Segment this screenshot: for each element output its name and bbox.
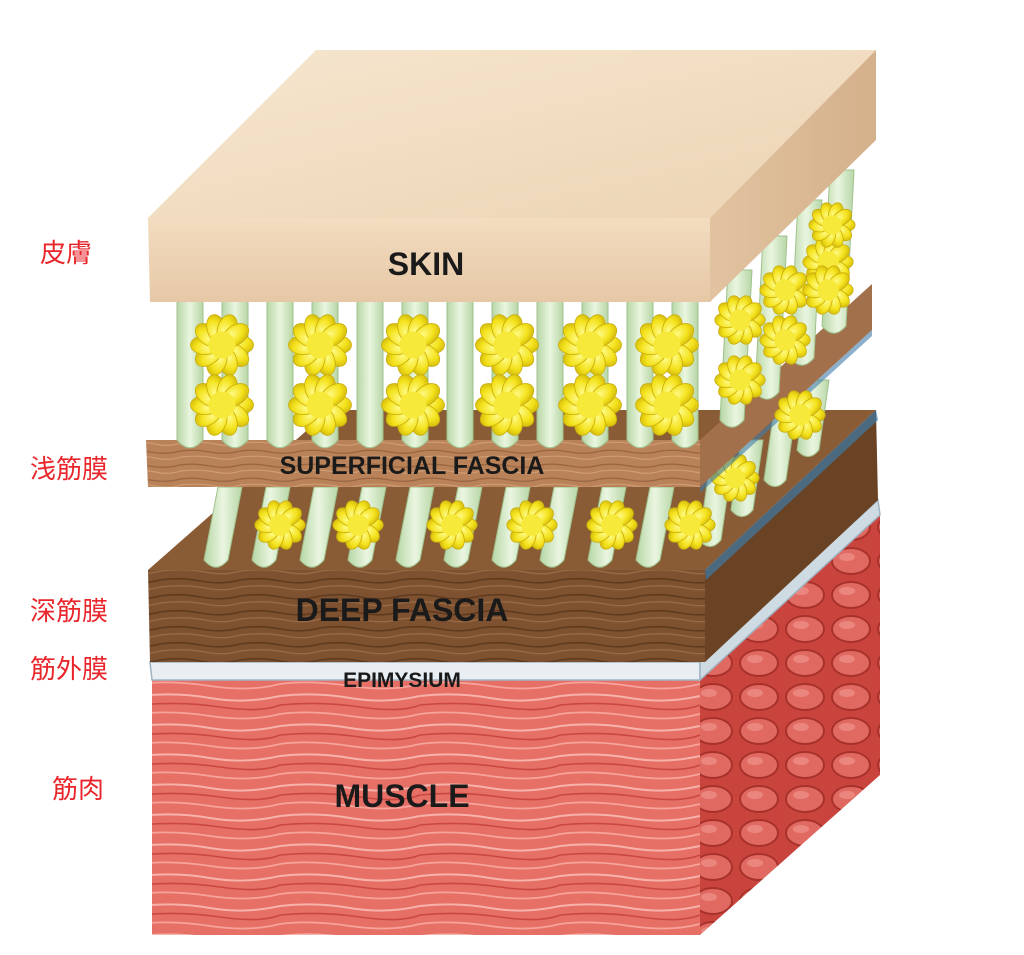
fat-globule (664, 500, 716, 550)
side-label-superficial-fascia: 浅筋膜 (30, 455, 108, 485)
fat-globule (808, 202, 856, 248)
fat-globule (558, 374, 622, 436)
fat-core (306, 391, 334, 419)
skin-layer (148, 50, 876, 302)
deep-fascia-side (705, 410, 878, 662)
fat-globule (475, 374, 539, 436)
fat-core (822, 215, 842, 235)
fat-core (441, 514, 463, 536)
skin-layer-label: SKIN (388, 246, 464, 282)
muscle-layer-label: MUSCLE (334, 778, 469, 814)
fat-core (774, 329, 796, 351)
side-label-muscle: 筋肉 (52, 775, 104, 805)
fat-core (347, 514, 369, 536)
epimysium-layer-label: EPIMYSIUM (343, 669, 461, 692)
connective-strand (539, 486, 579, 568)
connective-strand (536, 299, 564, 449)
upper-fat-globules (190, 202, 856, 440)
fat-core (679, 514, 701, 536)
fat-core (208, 391, 236, 419)
fat-globule (586, 500, 638, 550)
fat-core (601, 514, 623, 536)
connective-strand (266, 299, 294, 449)
side-label-deep-fascia: 深筋膜 (30, 597, 108, 627)
deep-fascia-layer-label: DEEP FASCIA (296, 592, 509, 628)
muscle-side (700, 515, 880, 935)
fat-core (576, 331, 604, 359)
fat-core (306, 331, 334, 359)
connective-strand (203, 486, 243, 568)
fat-core (653, 391, 681, 419)
lower-fat-globules (254, 454, 760, 550)
fat-globule (190, 314, 254, 376)
fat-core (399, 391, 427, 419)
side-label-skin: 皮膚 (40, 239, 92, 269)
fat-globule (635, 314, 699, 376)
fat-globule (759, 265, 811, 315)
skin-top (148, 50, 876, 218)
fat-globule (254, 500, 306, 550)
connective-strand (299, 486, 339, 568)
fat-globule (714, 295, 766, 345)
skin-front (148, 218, 710, 302)
connective-strand (395, 486, 435, 568)
fat-globule (506, 500, 558, 550)
fat-globule (426, 500, 478, 550)
fat-globule (381, 374, 445, 436)
muscle-layer (152, 515, 880, 935)
fat-globule (714, 355, 766, 405)
side-label-epimysium: 筋外膜 (30, 655, 108, 685)
fat-core (729, 309, 751, 331)
fat-core (208, 331, 236, 359)
fat-core (653, 331, 681, 359)
fat-core (399, 331, 427, 359)
fat-core (774, 279, 796, 301)
fat-globule (558, 314, 622, 376)
fat-globule (288, 314, 352, 376)
fat-core (269, 514, 291, 536)
fat-core (576, 391, 604, 419)
fat-core (724, 467, 746, 489)
fat-globule (190, 374, 254, 436)
fat-core (521, 514, 543, 536)
fat-globule (774, 390, 826, 440)
deep-fascia-front (148, 570, 705, 662)
connective-strand (635, 486, 675, 568)
fat-globule (802, 265, 854, 315)
fat-core (729, 369, 751, 391)
fat-globule (332, 500, 384, 550)
superficial-fascia-front (146, 440, 700, 487)
superficial-fascia-layer-label: SUPERFICIAL FASCIA (280, 452, 545, 480)
fat-core (493, 331, 521, 359)
skin-side (710, 50, 876, 302)
fat-globule (635, 374, 699, 436)
fat-core (817, 279, 839, 301)
fat-globule (475, 314, 539, 376)
fat-globule (381, 314, 445, 376)
muscle-front (152, 680, 700, 935)
connective-strand (446, 299, 474, 449)
superficial-fascia-side (700, 284, 872, 487)
fat-globule (288, 374, 352, 436)
fat-core (789, 404, 811, 426)
connective-strand (356, 299, 384, 449)
fat-globule (759, 315, 811, 365)
fat-core (493, 391, 521, 419)
